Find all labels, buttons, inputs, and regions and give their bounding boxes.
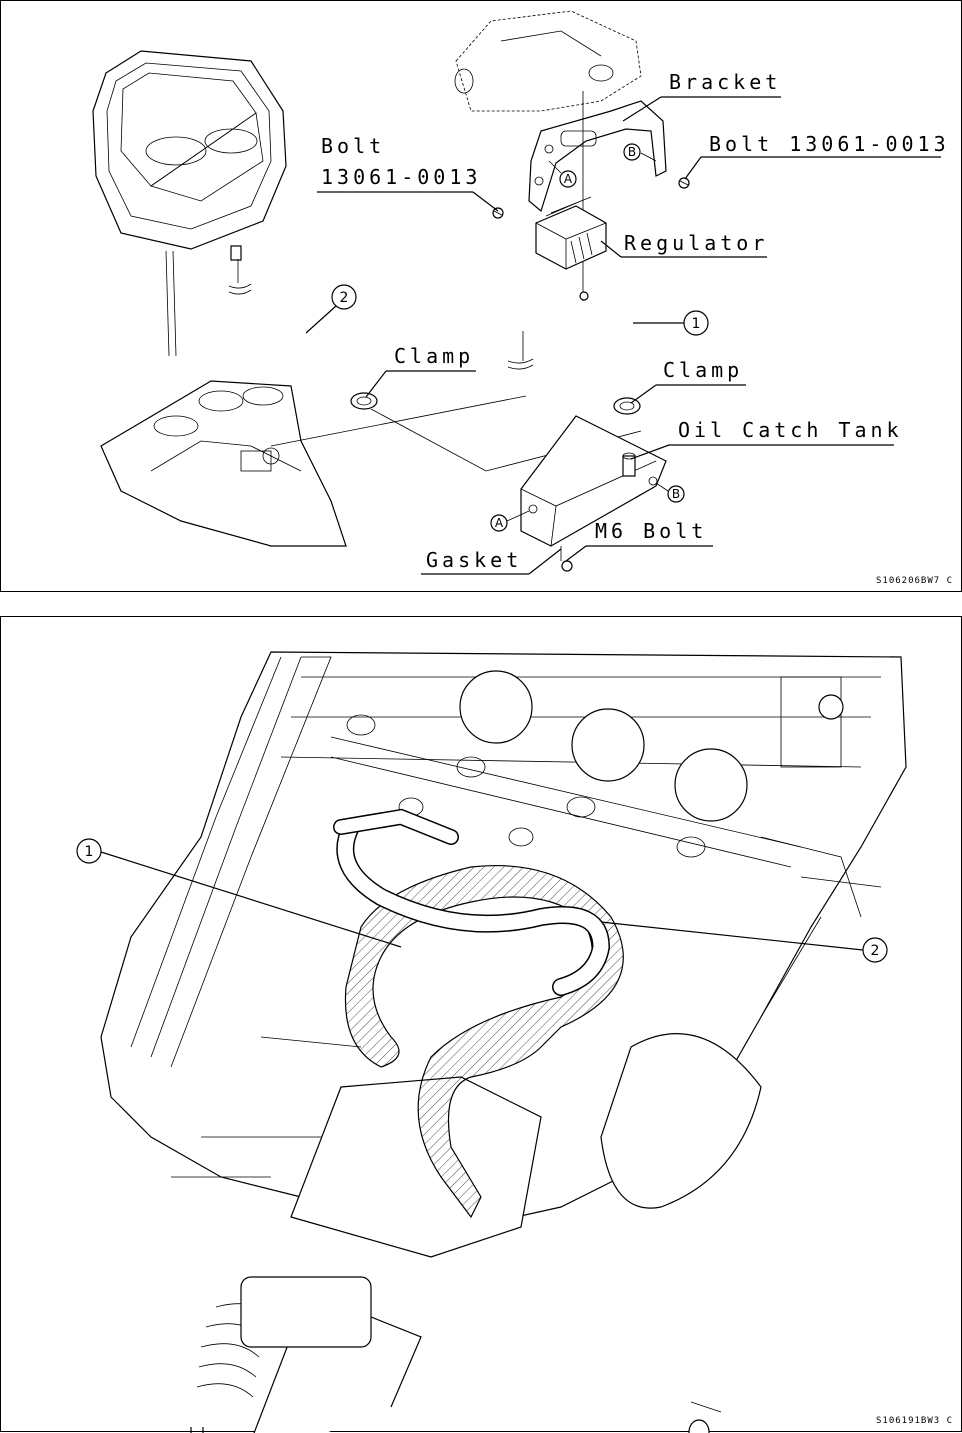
clamp-right-part xyxy=(613,397,641,415)
label-bolt-left-line2: 13061-0013 xyxy=(321,165,481,189)
svg-text:1: 1 xyxy=(85,844,94,860)
label-clamp-right: Clamp xyxy=(663,358,743,382)
figure-code-top: S106206BW7 C xyxy=(876,576,953,586)
bolt-right xyxy=(678,177,690,189)
label-m6-bolt: M6 Bolt xyxy=(595,519,707,543)
svg-text:2: 2 xyxy=(871,943,880,959)
svg-text:A: A xyxy=(564,172,573,186)
clamp-left-part xyxy=(350,392,378,410)
shock-absorber xyxy=(190,1276,422,1433)
engine-illustration xyxy=(100,651,907,1433)
bottom-figure-panel: 1 2 S106191BW3 C xyxy=(0,616,962,1433)
air-box-illustration xyxy=(92,50,287,357)
break-marks xyxy=(228,259,534,370)
oil-catch-tank-part xyxy=(520,415,667,547)
marker-a-bracket: A xyxy=(548,160,577,188)
marker-b-tank: B xyxy=(655,482,685,503)
bolt-left xyxy=(492,207,504,219)
label-regulator: Regulator xyxy=(624,231,768,255)
svg-text:B: B xyxy=(628,145,636,159)
callout-2-bottom: 2 xyxy=(600,921,888,963)
figure-code-bottom: S106191BW3 C xyxy=(876,1416,953,1426)
label-oil-catch-tank: Oil Catch Tank xyxy=(678,418,903,442)
svg-text:1: 1 xyxy=(692,316,701,332)
callout-1-top: 1 xyxy=(633,310,709,336)
oil-catch-tank-exploded-diagram: Bracket Bolt 13061-0013 Bolt 13061-0013 … xyxy=(92,10,953,586)
bracket-part xyxy=(528,91,667,301)
label-bracket: Bracket xyxy=(669,70,781,94)
label-gasket: Gasket xyxy=(426,548,522,572)
label-bolt-right: Bolt 13061-0013 xyxy=(709,132,950,156)
label-clamp-left: Clamp xyxy=(394,344,474,368)
svg-text:A: A xyxy=(495,516,504,530)
routing-line-2 xyxy=(270,395,527,447)
m6-bolt-part xyxy=(560,546,573,572)
hose-1 xyxy=(505,292,632,374)
frame-section-illustration xyxy=(454,10,642,112)
svg-text:B: B xyxy=(672,487,680,501)
callout-2-top: 2 xyxy=(305,284,357,334)
label-bolt-left-line1: Bolt xyxy=(321,134,385,158)
marker-a-tank: A xyxy=(490,510,530,532)
regulator-bolt xyxy=(579,291,589,301)
marker-b-bracket: B xyxy=(623,143,657,162)
callout-1-bottom: 1 xyxy=(76,838,402,948)
engine-hose-routing-diagram: 1 2 S106191BW3 C xyxy=(76,651,953,1433)
regulator-part xyxy=(535,196,607,270)
svg-text:2: 2 xyxy=(340,290,349,306)
hose-2-hatched xyxy=(344,864,624,1219)
cylinder-block-illustration xyxy=(100,380,347,547)
top-figure-panel: Bracket Bolt 13061-0013 Bolt 13061-0013 … xyxy=(0,0,962,592)
